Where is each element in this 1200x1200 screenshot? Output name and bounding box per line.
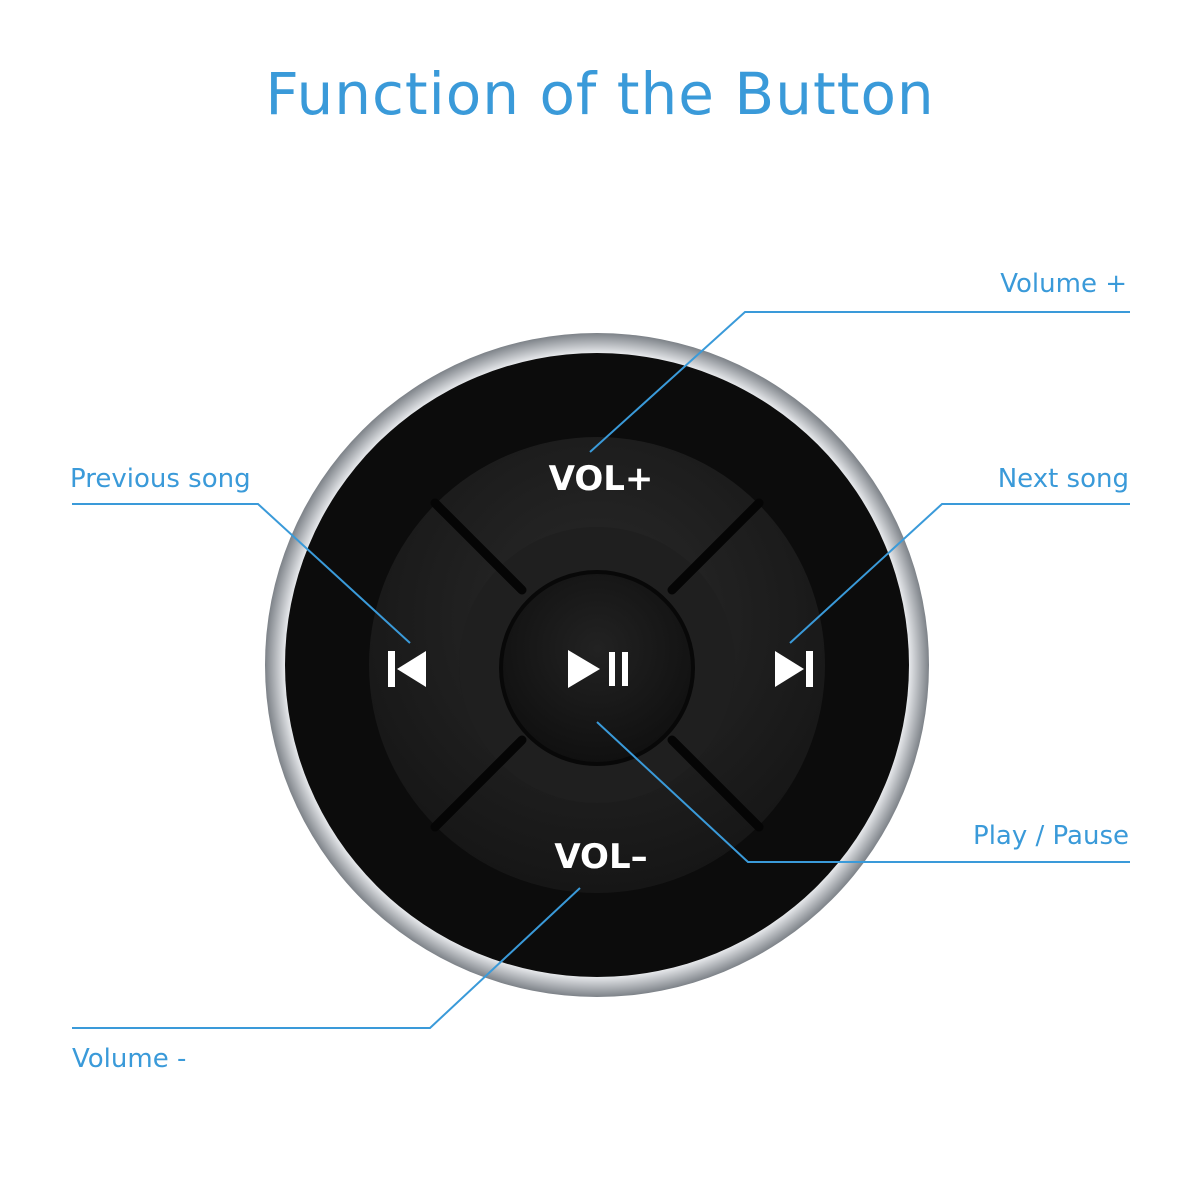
vol-up-label: VOL+ bbox=[549, 459, 654, 499]
play-pause-icon bbox=[568, 650, 628, 688]
vol-up-button[interactable]: VOL+ bbox=[549, 459, 654, 499]
next-button[interactable] bbox=[775, 651, 813, 687]
leader-next bbox=[789, 503, 1130, 644]
callout-volume-down: Volume - bbox=[72, 1044, 186, 1074]
callout-play-pause: Play / Pause bbox=[973, 821, 1129, 851]
pad-dividers bbox=[430, 498, 764, 832]
next-track-icon bbox=[775, 651, 813, 687]
remote-device: VOL+ VOL– bbox=[265, 333, 929, 997]
leader-play-pause bbox=[596, 721, 1130, 863]
vol-down-label: VOL– bbox=[554, 837, 647, 877]
previous-track-icon bbox=[388, 651, 426, 687]
leader-volume-down bbox=[72, 887, 581, 1029]
leader-previous bbox=[72, 503, 411, 644]
page-title: Function of the Button bbox=[265, 60, 935, 128]
previous-button[interactable] bbox=[388, 651, 426, 687]
play-pause-button[interactable] bbox=[499, 570, 695, 766]
leader-volume-up bbox=[589, 311, 1130, 453]
callout-lines bbox=[72, 311, 1130, 1029]
callout-next: Next song bbox=[998, 464, 1129, 494]
callout-volume-up: Volume + bbox=[1000, 269, 1127, 299]
callout-previous: Previous song bbox=[70, 464, 251, 494]
vol-down-button[interactable]: VOL– bbox=[554, 837, 647, 877]
